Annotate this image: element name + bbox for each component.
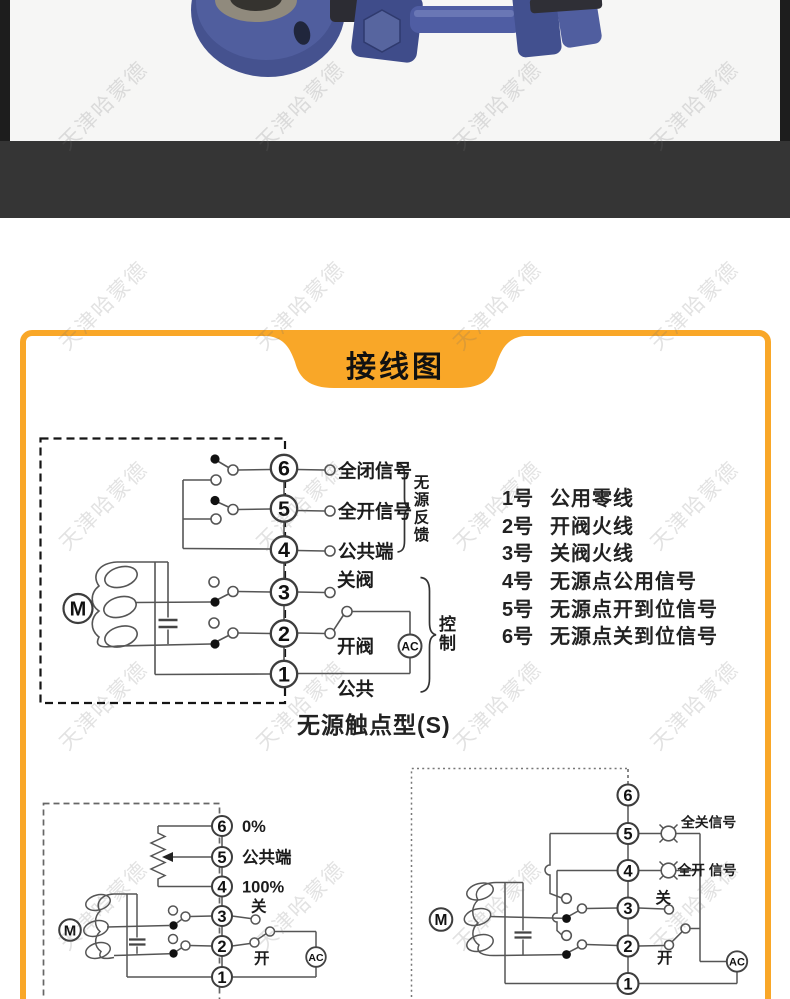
terminal-number: 3 — [623, 900, 632, 918]
ac-source-circle — [397, 633, 423, 659]
label-common-end: 公共端 — [338, 541, 394, 562]
title-tab-shape — [267, 336, 524, 388]
label-open-signal: 全开信号 — [337, 501, 412, 522]
terminal-desc: 无源点开到位信号 — [550, 598, 718, 621]
terminal-number: 2 — [278, 622, 290, 646]
motor-label: M — [64, 922, 77, 939]
wiring-diagram-panel: 接线图 — [20, 330, 771, 999]
list-item: 3号 关阀火线 — [502, 538, 718, 566]
label-open: 开 — [657, 949, 673, 967]
terminal-num: 5号 — [502, 598, 534, 621]
list-item: 4号 无源点公用信号 — [502, 566, 718, 594]
diagram-lamp-signal: 6 5 4 3 2 1 M AC 全关信号 全开 信号 关 开 — [410, 767, 749, 999]
label-close: 关 — [656, 888, 672, 907]
terminal-desc: 关阀火线 — [550, 543, 634, 566]
terminal-number: 2 — [217, 938, 226, 956]
list-item: 6号 无源点关到位信号 — [502, 621, 718, 649]
terminal-number: 1 — [278, 663, 290, 687]
terminal-number: 3 — [278, 581, 290, 605]
label-closed-signal: 全闭信号 — [337, 461, 412, 482]
actuator-enclosure-dashed-box — [39, 437, 287, 705]
feedback-brace-label: 无源反馈 — [411, 474, 429, 544]
label-open-valve: 开阀 — [337, 636, 374, 657]
label-common-end: 公共端 — [242, 847, 292, 867]
control-brace — [420, 576, 437, 693]
enclosure-dashed-box — [42, 802, 221, 999]
terminal-number: 1 — [217, 969, 226, 987]
label-close: 关 — [251, 897, 267, 916]
panel-title-tab: 接线图 — [267, 336, 524, 390]
label-open: 开 — [254, 950, 270, 968]
terminal-number: 4 — [623, 863, 633, 881]
terminal-number: 4 — [217, 878, 227, 896]
diagram-potentiometer: 6 5 4 3 2 1 M AC 0% 公共端 100% 关 开 — [42, 802, 327, 999]
terminal-number: 6 — [623, 787, 632, 805]
terminal-desc: 无源点公用信号 — [550, 571, 697, 594]
terminal-number: 6 — [217, 818, 226, 836]
terminal-num: 2号 — [502, 515, 534, 538]
label-common: 公共 — [337, 679, 375, 700]
diagram-passive-contact: 6 5 4 3 2 1 M AC 全闭信号 全开信号 公共端 关阀 开阀 公共 — [39, 437, 437, 705]
terminal-number: 2 — [623, 938, 632, 956]
ac-label: AC — [729, 957, 745, 969]
capacitor — [158, 618, 178, 629]
label-100pct: 100% — [242, 879, 285, 897]
terminal-num: 6号 — [502, 626, 534, 649]
list-item: 2号 开阀火线 — [502, 511, 718, 539]
list-item: 1号 公用零线 — [502, 483, 718, 511]
panel-title: 接线图 — [346, 351, 445, 384]
control-brace-label: 控制 — [436, 615, 455, 653]
ac-source-circle — [725, 950, 749, 973]
ac-label: AC — [401, 640, 419, 654]
terminal-num: 1号 — [502, 488, 534, 511]
open-signal-lamp — [660, 862, 677, 879]
label-open-signal: 全开 信号 — [677, 862, 737, 878]
terminal-number: 6 — [278, 457, 290, 481]
motor-circle — [428, 907, 454, 932]
motor-circle — [58, 918, 82, 942]
terminal-number: 1 — [623, 976, 632, 994]
photo-strip — [0, 0, 790, 141]
feedback-brace — [397, 462, 411, 553]
dark-separator-band — [0, 141, 790, 218]
terminal-number: 5 — [278, 497, 290, 521]
label-closed-signal: 全关信号 — [680, 814, 736, 830]
list-item: 5号 无源点开到位信号 — [502, 593, 718, 621]
potentiometer-resistor — [149, 826, 167, 887]
terminal-number: 4 — [278, 538, 290, 562]
enclosure-dotted-box — [410, 767, 627, 999]
ac-source-circle — [305, 946, 327, 968]
diagram-caption: 无源触点型(S) — [297, 712, 451, 738]
motor-label: M — [70, 599, 87, 621]
terminal-number: 3 — [217, 908, 226, 926]
terminal-desc: 公用零线 — [550, 488, 634, 511]
motor-circle — [62, 592, 94, 625]
terminal-desc: 无源点关到位信号 — [550, 626, 718, 649]
product-photo — [10, 0, 780, 141]
motor-label: M — [435, 912, 448, 929]
label-0pct: 0% — [242, 818, 266, 836]
terminal-number: 5 — [217, 849, 226, 867]
valve-photo-illustration — [10, 0, 780, 141]
terminal-num: 3号 — [502, 543, 534, 566]
closed-signal-lamp — [660, 825, 677, 842]
terminal-number: 5 — [623, 826, 632, 844]
wiper-arrow — [162, 852, 173, 862]
terminal-description-list: 1号 公用零线 2号 开阀火线 3号 关阀火线 4号 无源点公用信号 5号 无源… — [502, 483, 718, 649]
ac-label: AC — [308, 952, 324, 964]
label-close-valve: 关阀 — [337, 570, 374, 591]
terminal-num: 4号 — [502, 571, 534, 594]
terminal-desc: 开阀火线 — [550, 515, 634, 538]
